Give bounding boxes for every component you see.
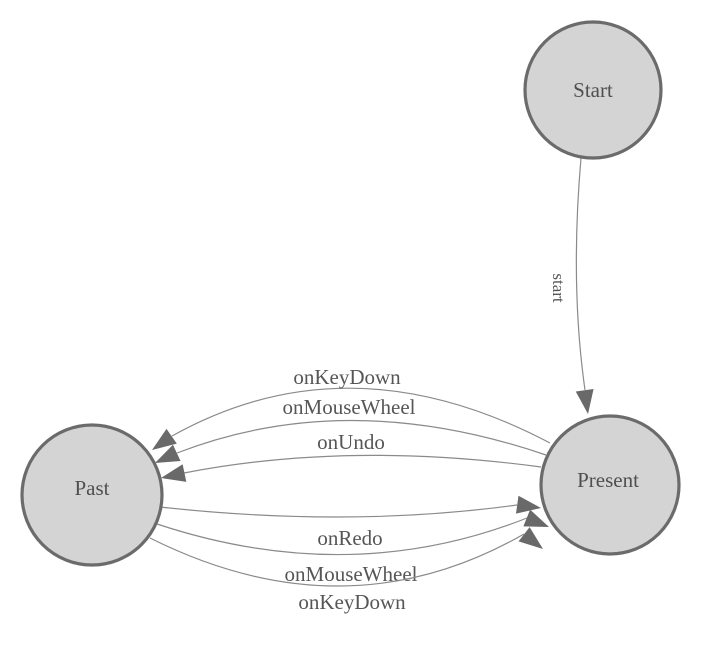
edge-label-onkeydown-bottom: onKeyDown [298, 590, 406, 614]
arrowhead-icon [515, 495, 541, 514]
edge-line [149, 533, 525, 587]
arrowhead-icon [518, 527, 543, 549]
edge-start-to-present: start [549, 157, 594, 414]
edge-past-to-present-onmousewheel: onMouseWheel [156, 509, 549, 586]
node-start-circle [523, 20, 663, 160]
edge-label-onredo: onRedo [317, 526, 382, 550]
node-past-circle [20, 423, 164, 567]
edge-label-onmousewheel-top: onMouseWheel [283, 395, 416, 419]
node-start: Start [523, 20, 663, 160]
edge-line [171, 387, 551, 444]
edge-label-start: start [549, 273, 568, 303]
edge-line [159, 504, 518, 518]
node-present-circle [539, 414, 681, 556]
edge-label-onundo: onUndo [317, 430, 385, 454]
edge-line [156, 517, 528, 556]
edge-present-to-past-onmousewheel: onMouseWheel [155, 395, 547, 463]
edge-line [575, 157, 586, 391]
edge-line [183, 454, 542, 474]
arrowhead-icon [152, 428, 177, 450]
node-start-label: Start [573, 78, 613, 102]
arrowhead-icon [161, 464, 187, 482]
node-present: Present [539, 414, 681, 556]
arrowhead-icon [523, 509, 549, 527]
edge-line [176, 419, 547, 456]
node-past: Past [20, 423, 164, 567]
edge-present-to-past-onkeydown: onKeyDown [152, 365, 551, 450]
edge-past-to-present-onredo: onRedo [159, 495, 541, 550]
edge-present-to-past-onundo: onUndo [161, 430, 542, 482]
node-present-label: Present [577, 468, 639, 492]
edge-past-to-present-onkeydown: onKeyDown [149, 527, 543, 614]
edge-label-onmousewheel-bottom: onMouseWheel [285, 562, 418, 586]
arrowhead-icon [155, 444, 181, 463]
edge-label-onkeydown-top: onKeyDown [293, 365, 401, 389]
arrowhead-icon [575, 388, 594, 414]
node-past-label: Past [74, 476, 109, 500]
